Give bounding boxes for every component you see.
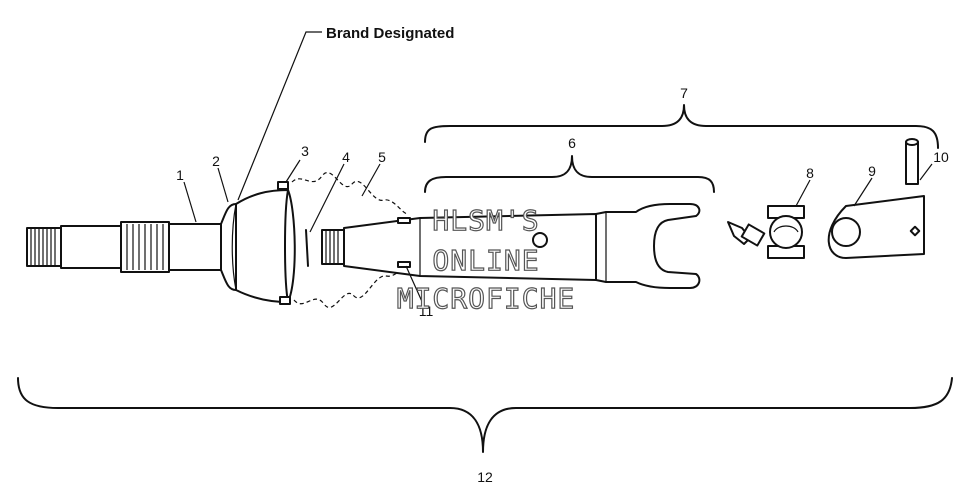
inner-shaft	[321, 213, 597, 281]
leader-1	[183, 181, 197, 223]
clamp-bottom	[279, 296, 291, 305]
pin	[905, 138, 919, 185]
callout-9: 9	[868, 163, 876, 179]
leader-4	[309, 163, 345, 233]
link-arm	[827, 195, 925, 259]
callout-8: 8	[806, 165, 814, 181]
watermark-line-2: ONLINE	[432, 244, 539, 277]
callout-6: 6	[568, 135, 576, 151]
callout-12: 12	[477, 469, 493, 485]
leader-9	[853, 177, 873, 207]
yoke	[595, 203, 701, 289]
cv-joint-housing	[220, 189, 296, 303]
leader-2	[217, 167, 229, 203]
clamp-top	[277, 181, 289, 190]
boot-outline-top	[291, 172, 409, 215]
shaft-spline-end	[26, 221, 222, 273]
callout-10: 10	[933, 149, 949, 165]
callout-3: 3	[301, 143, 309, 159]
brace-7	[424, 104, 939, 149]
callout-5: 5	[378, 149, 386, 165]
universal-joint-cross	[767, 205, 805, 259]
retaining-ring	[305, 229, 309, 267]
brace-6	[424, 155, 715, 193]
watermark-line-1: HLSM'S	[432, 204, 539, 237]
brace-12	[17, 377, 953, 453]
callout-11: 11	[419, 303, 434, 319]
boot-outline-bottom	[293, 265, 409, 308]
brand-designated-label: Brand Designated	[326, 25, 454, 42]
leader-5	[361, 163, 381, 197]
callout-4: 4	[342, 149, 350, 165]
watermark-line-3: MICROFICHE	[397, 282, 576, 315]
callout-1: 1	[176, 167, 184, 183]
callout-7: 7	[680, 85, 688, 101]
leader-10	[919, 163, 933, 181]
grease-fitting	[727, 221, 766, 247]
leader-8	[795, 179, 811, 207]
leader-brand	[237, 31, 322, 201]
leader-3	[285, 159, 301, 183]
leader-11	[405, 265, 425, 307]
callout-2: 2	[212, 153, 220, 169]
